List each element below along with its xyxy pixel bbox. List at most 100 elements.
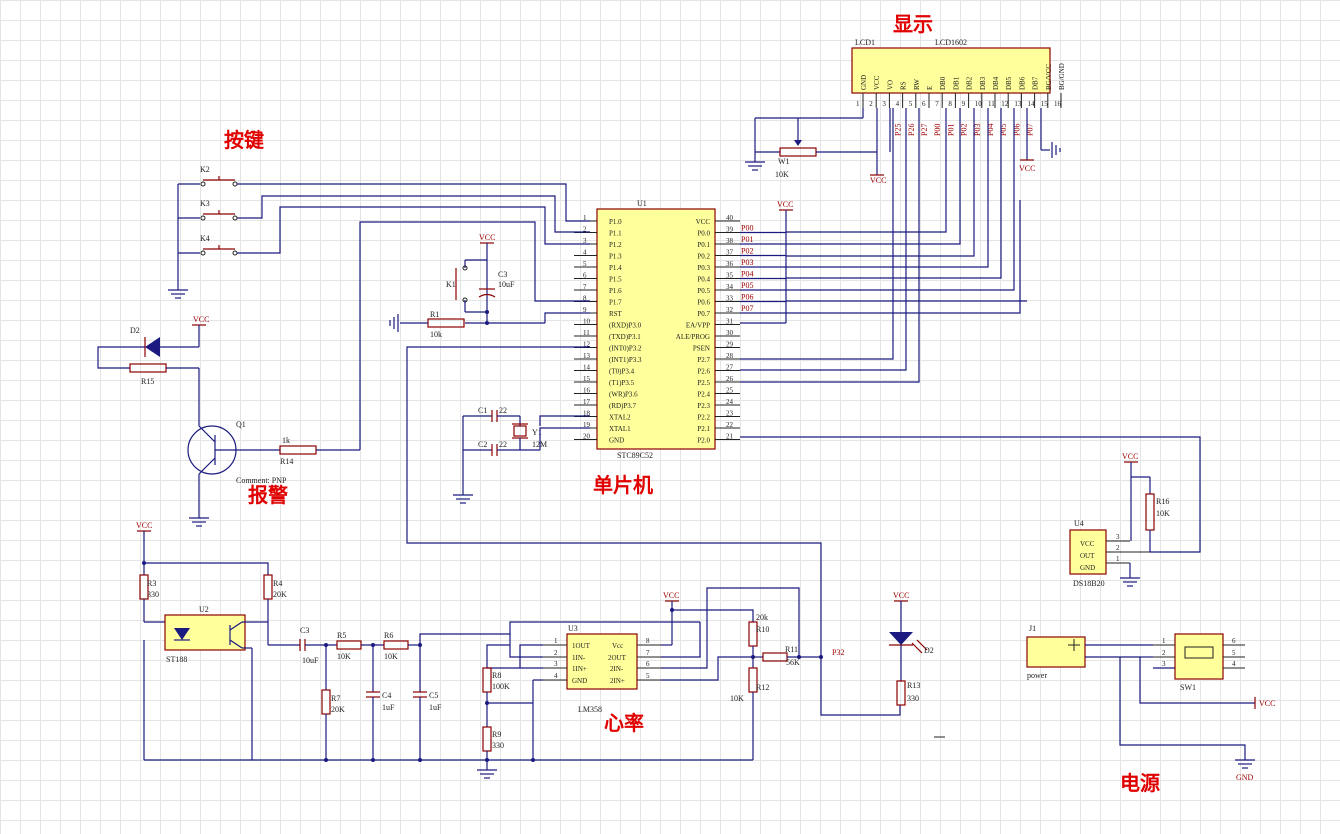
mcu-right-pin-label: P0.2 xyxy=(697,253,710,261)
mcu-right-pin-label: P2.2 xyxy=(697,414,710,422)
r12-value: 10K xyxy=(730,694,744,703)
lcd-pin-number: 8 xyxy=(948,100,952,108)
mcu-left-pin-label: XTAL1 xyxy=(609,425,631,433)
j1-value: power xyxy=(1027,671,1047,680)
keys-section: K2 K3 K4 xyxy=(168,165,590,450)
svg-text:5: 5 xyxy=(1232,649,1236,657)
mcu-left-pin-label: GND xyxy=(609,437,624,445)
mcu-right-pin-label: P0.7 xyxy=(697,310,710,318)
lcd-net-label: P26 xyxy=(907,124,916,136)
svg-text:6: 6 xyxy=(646,660,650,668)
title-alarm: 报警 xyxy=(248,483,288,507)
svg-text:8: 8 xyxy=(646,637,650,645)
lcd-pin-number: 14 xyxy=(1028,100,1036,108)
title-display: 显示 xyxy=(893,12,933,36)
mcu-left-pin-number: 3 xyxy=(583,237,587,245)
svg-text:2: 2 xyxy=(554,649,558,657)
mcu-left-pin-label: P1.6 xyxy=(609,287,622,295)
lcd-ref: LCD1 xyxy=(855,38,875,47)
lcd-net-label: P05 xyxy=(999,124,1008,136)
r9-value: 330 xyxy=(492,741,504,750)
mcu-right-pin-label: P0.3 xyxy=(697,264,710,272)
mcu-left-pin-label: P1.1 xyxy=(609,230,622,238)
lcd-net-label: P06 xyxy=(1012,124,1021,136)
u3-pin5: 2IN+ xyxy=(610,677,625,685)
mcu-right-pin-label: EA/VPP xyxy=(686,322,710,330)
c5-value: 1uF xyxy=(429,703,442,712)
title-heart: 心率 xyxy=(604,711,644,735)
mcu-left-pin-number: 18 xyxy=(583,410,591,418)
mcu-net-label: P07 xyxy=(741,304,753,313)
mcu-left-pin-label: P1.4 xyxy=(609,264,622,272)
c4-value: 1uF xyxy=(382,703,395,712)
lcd-net-label: P25 xyxy=(894,124,903,136)
u3-pin1: 1OUT xyxy=(572,642,591,650)
mcu-left-pin-number: 14 xyxy=(583,364,591,372)
r1-body xyxy=(427,318,465,328)
led-vcc-net: VCC xyxy=(893,591,909,600)
w1-vcc: VCC xyxy=(870,176,886,185)
r4-label: R4 xyxy=(273,579,282,588)
mcu-left-pin-label: P1.2 xyxy=(609,241,622,249)
r15-label: R15 xyxy=(141,377,154,386)
p0-bus-wires xyxy=(740,108,1201,553)
svg-text:3: 3 xyxy=(1162,660,1166,668)
mcu-right-pin-number: 24 xyxy=(726,398,734,406)
sw1-body xyxy=(1174,633,1224,680)
ds-vcc-net: VCC xyxy=(1122,452,1138,461)
u4-pin-out: OUT xyxy=(1080,552,1095,560)
mcu-left-pin-label: P1.5 xyxy=(609,276,622,284)
heart-rate-section: VCC R3 330 R4 20K U2 ST188 C3 10uF xyxy=(136,521,945,779)
mcu-right-pin-number: 27 xyxy=(726,364,734,372)
mcu-right-pin-label: P0.0 xyxy=(697,230,710,238)
lcd-bgvcc-net: VCC xyxy=(1019,164,1035,173)
lcd-pin-number: 16 xyxy=(1054,100,1062,108)
y1-label: Y1 xyxy=(532,428,542,437)
lcd-pin-number: 3 xyxy=(882,100,886,108)
svg-text:3: 3 xyxy=(554,660,558,668)
u3-pin6: 2IN- xyxy=(610,665,624,673)
u2-part: ST188 xyxy=(166,655,187,664)
svg-text:2: 2 xyxy=(1162,649,1166,657)
mcu-left-pin-number: 16 xyxy=(583,387,591,395)
r9-body xyxy=(482,726,492,752)
mcu-right-pin-number: 35 xyxy=(726,272,734,280)
mcu-right-pin-number: 30 xyxy=(726,329,734,337)
u3-pin7: 2OUT xyxy=(608,654,627,662)
lcd-pin-number: 15 xyxy=(1041,100,1049,108)
mcu-right-pin-number: 22 xyxy=(726,421,734,429)
mcu-right-pin-number: 38 xyxy=(726,237,734,245)
mcu-left-pin-number: 6 xyxy=(583,272,587,280)
mcu-right-pin-label: P0.1 xyxy=(697,241,710,249)
r7-body xyxy=(321,689,331,715)
mcu-right-pin-label: P2.3 xyxy=(697,402,710,410)
mcu-left-pin-number: 1 xyxy=(583,214,587,222)
mcu-left-pin-label: (TXD)P3.1 xyxy=(609,333,641,341)
svg-text:2: 2 xyxy=(1116,544,1120,552)
c1-label: C1 xyxy=(478,406,487,415)
lcd-pin-number: 12 xyxy=(1001,100,1009,108)
lcd-pin-number: 5 xyxy=(909,100,913,108)
mcu-right-pin-number: 28 xyxy=(726,352,734,360)
lcd-pin-number: 9 xyxy=(962,100,966,108)
lcd-pin-label: BG/VCC xyxy=(1045,64,1053,90)
lcd-pin-label: DB4 xyxy=(992,76,1000,90)
mcu-right-pin-number: 36 xyxy=(726,260,734,268)
r15-body xyxy=(129,363,167,373)
r9-label: R9 xyxy=(492,730,501,739)
mcu-right-pin-number: 37 xyxy=(726,249,734,257)
mcu-left-pin-number: 12 xyxy=(583,341,591,349)
svg-text:3: 3 xyxy=(1116,533,1120,541)
c5-label: C5 xyxy=(429,691,438,700)
r11-value: 56K xyxy=(786,658,800,667)
power-gnd-net: GND xyxy=(1236,773,1254,782)
r3-value: 330 xyxy=(147,590,159,599)
r1-label: R1 xyxy=(430,310,439,319)
svg-text:6: 6 xyxy=(1232,637,1236,645)
r7-value: 20K xyxy=(331,705,345,714)
power-vcc-net: VCC xyxy=(1259,699,1275,708)
r8-label: R8 xyxy=(492,671,501,680)
r5-body xyxy=(336,640,362,650)
j1-body xyxy=(1026,636,1086,668)
mcu-net-label: P00 xyxy=(741,224,753,233)
